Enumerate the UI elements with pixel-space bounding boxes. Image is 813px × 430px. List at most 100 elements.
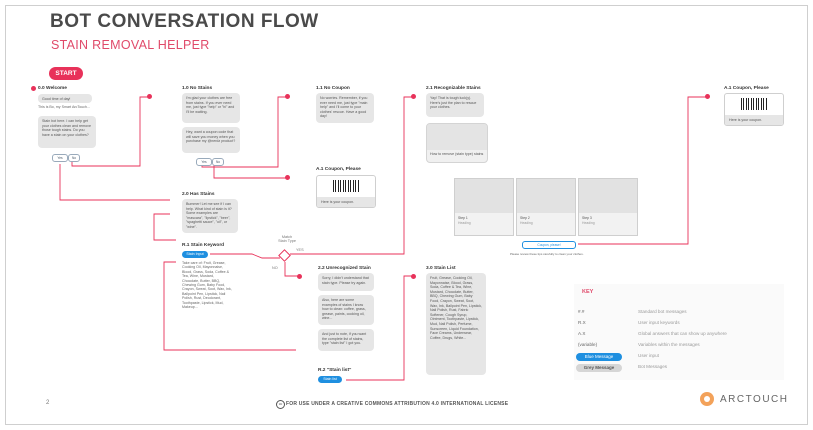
barcode-image <box>333 180 359 192</box>
legend-row: Grey Message Bot Messages <box>574 364 784 372</box>
license-text: FOR USE UNDER A CREATIVE COMMONS ATTRIBU… <box>286 401 509 407</box>
recognizable-label: 2.1 Recognizable Stains <box>426 86 481 91</box>
recognizable-footnote: Please review these tips carefully to cl… <box>510 252 584 256</box>
welcome-note: This is Bo, my Smart ArcTouch... <box>38 105 90 109</box>
welcome-bubble-intro: Stain bot here. I can help get your clot… <box>38 116 96 148</box>
legend-key: (variable) <box>578 342 598 347</box>
has-stains-label: 2.0 Has Stains <box>182 192 215 197</box>
welcome-label: 0.0 Welcome <box>38 86 67 91</box>
connector-dot <box>297 274 302 279</box>
step-title: Step 2 <box>520 216 530 220</box>
connector-keyword <box>153 213 176 241</box>
connector-dot <box>285 175 290 180</box>
has-stains-bubble: Bummer! Let me see if I can help. What k… <box>182 199 238 233</box>
connector-dot <box>285 94 290 99</box>
connector-welcome-no <box>71 96 150 167</box>
welcome-bubble-greeting: Good time of day! <box>38 94 92 103</box>
coupon-please-label: A.1 Coupon, Please <box>316 167 361 172</box>
creative-commons-icon: cc <box>276 400 285 409</box>
unrecognized-bubble-1: Sorry, I didn't understand that stain ty… <box>318 273 374 291</box>
stain-list-label: 3.0 Stain List <box>426 266 456 271</box>
no-coupon-bubble: No worries. Remember, if you ever need m… <box>316 93 374 123</box>
connector-recognizable <box>290 96 414 255</box>
step-sub: Heading <box>582 221 595 225</box>
legend-row: #.# Standard bot messages <box>574 309 784 317</box>
connector-unrecognized <box>284 262 300 277</box>
step-card-3: Step 3 Heading <box>578 178 638 236</box>
coupon-caption: Here is your coupon. <box>317 197 375 207</box>
start-badge: START <box>49 67 83 80</box>
legend-key-grey: Grey Message <box>576 364 622 372</box>
no-stains-label: 1.0 No Stains <box>182 86 213 91</box>
welcome-no-chip[interactable]: No <box>68 154 80 162</box>
legend-title: KEY <box>582 289 594 295</box>
coupon-please-2-label: A.1 Coupon, Please <box>724 86 769 91</box>
legend-value: Bot Messages <box>638 364 668 369</box>
stain-input-chip[interactable]: Stain Input <box>182 251 208 258</box>
legend-row: A.X Global answers that can show up anyw… <box>574 331 784 339</box>
match-no-label: NO <box>272 266 278 270</box>
step-image <box>455 179 513 213</box>
no-stains-bubble-2: Hey, want a coupon code that will save y… <box>182 127 240 153</box>
legend-row: Blue Message User input <box>574 353 784 361</box>
connector-dot <box>411 274 416 279</box>
legend-row: (variable) Variables within the messages <box>574 342 784 350</box>
match-yes-label: YES <box>296 248 304 252</box>
unrecognized-bubble-2: Also, here are some examples of stains I… <box>318 295 374 325</box>
legend-value: Variables within the messages <box>638 342 700 347</box>
recognizable-bubble-2: How to remove (stain type) stains <box>426 123 488 163</box>
recognizable-card-title: How to remove (stain type) stains <box>430 152 484 156</box>
step-title: Step 1 <box>458 216 468 220</box>
legend-value: Standard bot messages <box>638 309 687 314</box>
match-stain-type-label: Match Stain Type <box>278 235 296 243</box>
barcode-image <box>741 98 767 110</box>
connector-dot <box>147 94 152 99</box>
connector-welcome-yes <box>59 164 170 201</box>
no-coupon-label: 1.1 No Coupon <box>316 86 350 91</box>
no-stains-yes-chip[interactable]: Yes <box>196 158 212 166</box>
step-sub: Heading <box>458 221 471 225</box>
connector-coupon <box>213 165 288 179</box>
legend-key: A.X <box>578 331 586 336</box>
stain-list-bubble: Fruit, Grease, Cooking Oil, Mayonnaise, … <box>426 273 486 375</box>
step-card-2: Step 2 Heading <box>516 178 576 236</box>
unrecognized-bubble-3: And just to note, if you want the comple… <box>318 329 374 351</box>
connector-dot <box>411 94 416 99</box>
legend-key-blue: Blue Message <box>576 353 622 361</box>
stain-list-input-label: R.2 "Stain list" <box>318 368 352 373</box>
step-image <box>579 179 637 213</box>
connector-coupon-2 <box>578 96 708 245</box>
coupon-caption: Here is your coupon. <box>725 115 783 125</box>
page-number: 2 <box>46 400 50 406</box>
legend-key: #.# <box>578 309 585 314</box>
step-title: Step 3 <box>582 216 592 220</box>
legend-value: Global answers that can show up anywhere <box>638 331 727 336</box>
no-stains-no-chip[interactable]: No <box>212 158 224 166</box>
legend-value: User input keywords <box>638 320 680 325</box>
step-sub: Heading <box>520 221 533 225</box>
legend-row: R.X User input keywords <box>574 320 784 328</box>
connector-match <box>210 253 280 259</box>
legend-key: R.X <box>578 320 586 325</box>
unrecognized-label: 2.2 Unrecognized Stain <box>318 266 371 271</box>
stain-list-chip[interactable]: Stain list <box>318 376 342 383</box>
connector-loop <box>163 261 296 351</box>
step-image <box>517 179 575 213</box>
coupon-card: Here is your coupon. <box>316 175 376 208</box>
step-card-1: Step 1 Heading <box>454 178 514 236</box>
coupon-card-2: Here is your coupon. <box>724 93 784 126</box>
recognizable-bubble-1: Yay! That is tough luck(y). Here's just … <box>426 93 484 117</box>
arctouch-logo: ARCTOUCH <box>720 394 789 405</box>
stain-keyword-label: R.1 Stain Keyword <box>182 243 225 248</box>
coupon-please-link[interactable]: Coupon, please! <box>522 241 576 249</box>
connector-dot <box>31 86 36 91</box>
stain-keyword-list: Take care of: Fruit, Grease, Cooking Oil… <box>182 261 232 310</box>
page-title: BOT CONVERSATION FLOW <box>50 11 319 32</box>
welcome-yes-chip[interactable]: Yes <box>52 154 68 162</box>
connector-dot <box>705 94 710 99</box>
legend-value: User input <box>638 353 659 358</box>
arctouch-logo-icon <box>700 392 714 406</box>
page-subtitle: STAIN REMOVAL HELPER <box>51 38 210 52</box>
no-stains-bubble-1: I'm glad your clothes are free from stai… <box>182 93 240 123</box>
